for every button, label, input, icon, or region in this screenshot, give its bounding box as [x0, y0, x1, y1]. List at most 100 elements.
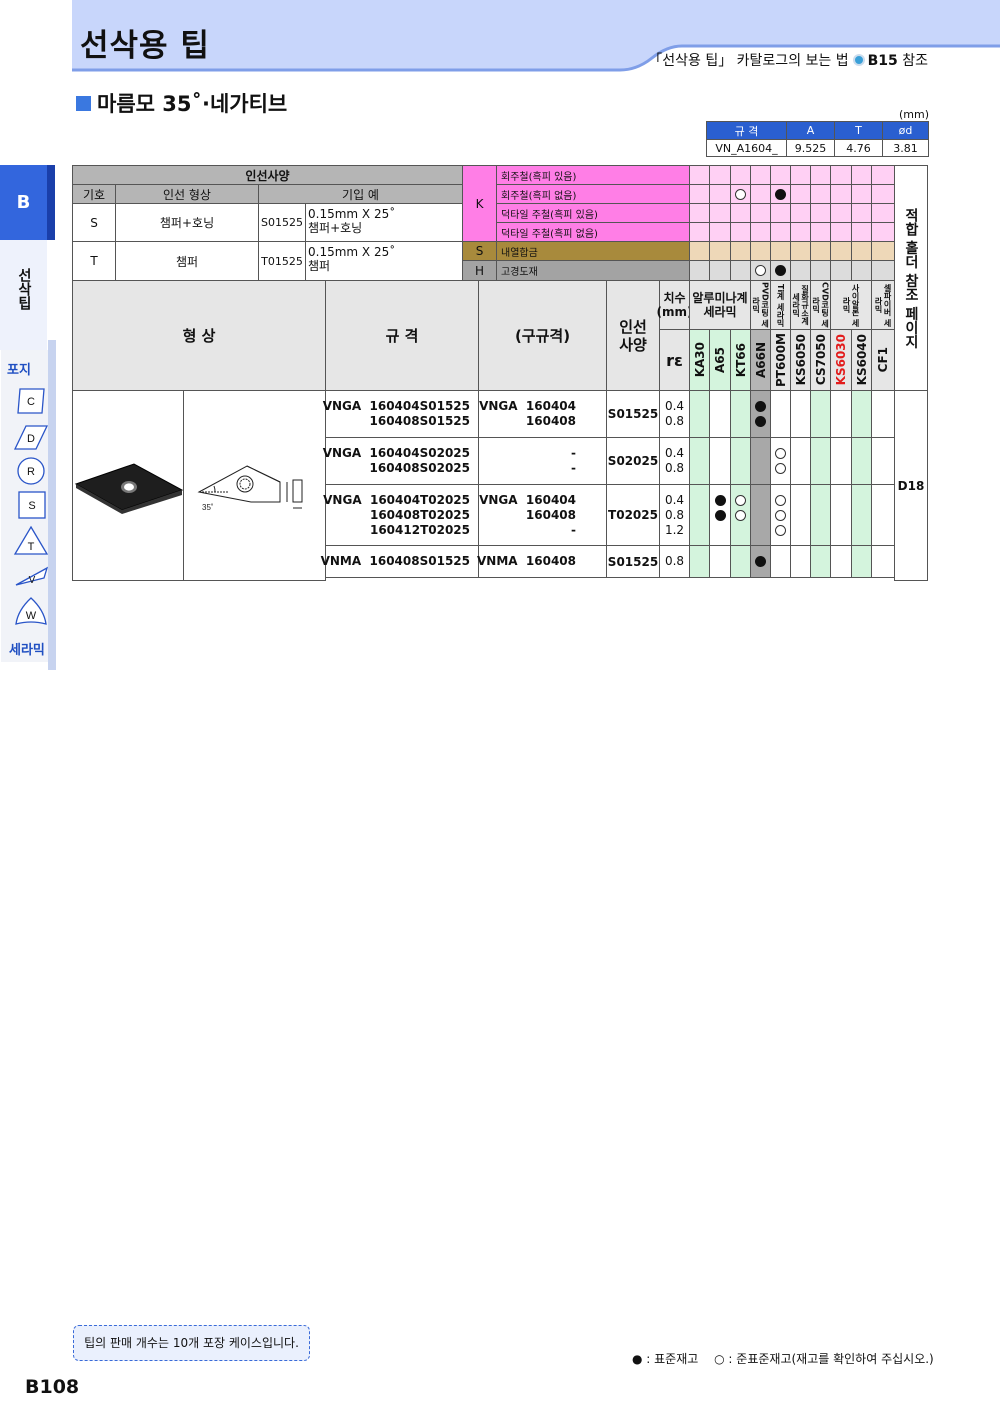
workpiece-mark-cell	[851, 165, 872, 185]
grade-stock-cell	[730, 437, 751, 485]
grade-stock-cell	[871, 390, 895, 438]
workpiece-mark-cell	[851, 203, 872, 223]
spec-header-a: A	[786, 121, 835, 140]
workpiece-mark-cell	[709, 165, 731, 185]
side-index-tab: B 선삭팁 포지 C D R S T V W 세라믹	[0, 165, 56, 670]
workpiece-mark-cell	[790, 260, 811, 281]
open-circle-icon	[735, 494, 746, 506]
workpiece-mark-cell	[689, 222, 710, 242]
shape-r-icon[interactable]: R	[14, 456, 48, 486]
workpiece-mark-cell	[790, 184, 811, 204]
grade-stock-cell	[770, 484, 791, 546]
grade-stock-cell	[709, 545, 731, 578]
sialon-label-text: 질화규소계 세라믹	[791, 285, 810, 325]
workpiece-mark-cell	[750, 165, 771, 185]
grade-stock-cell	[770, 437, 791, 485]
workpiece-mark-cell	[851, 184, 872, 204]
cbn-header-text: 셀파이버 세라믹	[874, 283, 892, 327]
shape-s-icon[interactable]: S	[14, 490, 48, 520]
re-header: rε	[659, 329, 690, 391]
workpiece-mark-cell	[689, 165, 710, 185]
grade-stock-cell	[851, 390, 872, 438]
grade-stock-cell	[750, 437, 771, 485]
workpiece-mark-cell	[790, 222, 811, 242]
tab-sub-bar	[48, 340, 56, 670]
grade-header-ka30: KA30	[689, 329, 710, 391]
workpiece-k-4: 덕타일 주철(흑피 없음)	[496, 222, 691, 242]
grade-stock-cell	[871, 545, 895, 578]
grade-stock-cell	[750, 390, 771, 438]
edge-example-t-line2: 챔퍼	[308, 259, 331, 273]
grade-stock-cell	[830, 545, 852, 578]
old-spec-code: VNGA 160404	[479, 399, 576, 413]
catalog-ref-page[interactable]: B15	[867, 53, 898, 69]
open-circle-icon	[735, 509, 746, 521]
edge-example-s-line2: 챔퍼+호닝	[308, 221, 363, 235]
grade-stock-cell	[689, 545, 710, 578]
workpiece-mark-cell	[730, 184, 751, 204]
grade-name: KT66	[733, 342, 748, 378]
shape-c-icon[interactable]: C	[14, 386, 48, 416]
holder-page-value[interactable]: D18	[894, 390, 928, 581]
shape-t-icon[interactable]: T	[13, 525, 49, 555]
shape-d-icon[interactable]: D	[13, 422, 49, 452]
nose-radius-value: 0.4	[664, 399, 685, 413]
grade-name: KA30	[692, 342, 707, 378]
old-spec-code: 160408	[525, 507, 576, 522]
holder-page-header-text: 적합 홀더 참조 페이지	[903, 207, 919, 349]
workpiece-mark-cell	[730, 241, 751, 261]
spec-value-t: 4.76	[834, 139, 883, 157]
grade-stock-cell	[810, 390, 831, 438]
workpiece-mark-cell	[810, 241, 831, 261]
edge-example-text-s: 0.15mm X 25˚ 챔퍼+호닝	[305, 203, 463, 242]
tab-sub-index: 포지 C D R S T V W 세라믹	[0, 340, 56, 670]
old-spec-cell: VNMA 160408	[477, 545, 607, 578]
workpiece-mark-cell	[709, 260, 731, 281]
grade-stock-cell	[790, 437, 811, 485]
edge-spec-cell: T02025	[606, 484, 660, 546]
pvd-header: PVD코팅 세라믹	[750, 280, 771, 330]
grade-stock-cell	[750, 545, 771, 578]
stock-slot	[775, 461, 786, 476]
workpiece-mark-cell	[810, 260, 831, 281]
edge-spec-cell: S02025	[606, 437, 660, 485]
workpiece-mark-cell	[770, 260, 791, 281]
ti-header-text: Ti계 세라믹	[776, 283, 785, 327]
insert-drawing-shape: 35˚	[197, 464, 302, 512]
grade-stock-cell	[709, 437, 731, 485]
grade-header-kt66: KT66	[730, 329, 751, 391]
pvd-header-text: PVD코팅 세라믹	[751, 282, 770, 328]
filled-circle-icon	[714, 494, 726, 506]
stock-slot	[775, 493, 786, 508]
page-number: B108	[25, 1376, 80, 1398]
spec-code: 160408T02025	[369, 507, 470, 522]
workpiece-mark-cell	[709, 222, 731, 242]
stock-slot	[775, 446, 786, 461]
dims-header: 치수 (mm)	[657, 280, 693, 330]
sub-tab-ceramic[interactable]: 세라믹	[9, 643, 45, 658]
workpiece-mark-cell	[750, 203, 771, 223]
spec-code: VNGA 160404T02025	[323, 492, 470, 507]
spec-code: 160408S02025	[369, 461, 471, 475]
workpiece-mark-cell	[790, 165, 811, 185]
edge-spec-title: 인선사양	[72, 165, 463, 185]
workpiece-mark-cell	[730, 165, 751, 185]
workpiece-mark-cell	[790, 241, 811, 261]
shape-v-icon[interactable]: V	[14, 562, 49, 592]
legend-semi-standard: ○ : 준표준재고(재고를 확인하여 주십시오.)	[714, 1352, 934, 1366]
grade-stock-cell	[689, 390, 710, 438]
workpiece-s: 내열합금	[496, 241, 691, 261]
sub-tab-positive[interactable]: 포지	[7, 363, 31, 378]
svg-text:R: R	[27, 466, 35, 478]
shape-w-icon[interactable]: W	[14, 596, 48, 626]
tab-section-label[interactable]: 선삭팁	[0, 240, 47, 350]
workpiece-mark-cell	[730, 260, 751, 281]
workpiece-mark-cell	[689, 203, 710, 223]
workpiece-k-2: 회주철(흑피 없음)	[496, 184, 691, 204]
svg-text:C: C	[27, 396, 35, 408]
edge-example-code-t: T01525	[258, 241, 306, 281]
open-circle-icon	[775, 494, 786, 506]
tab-letter-b[interactable]: B	[0, 165, 47, 240]
